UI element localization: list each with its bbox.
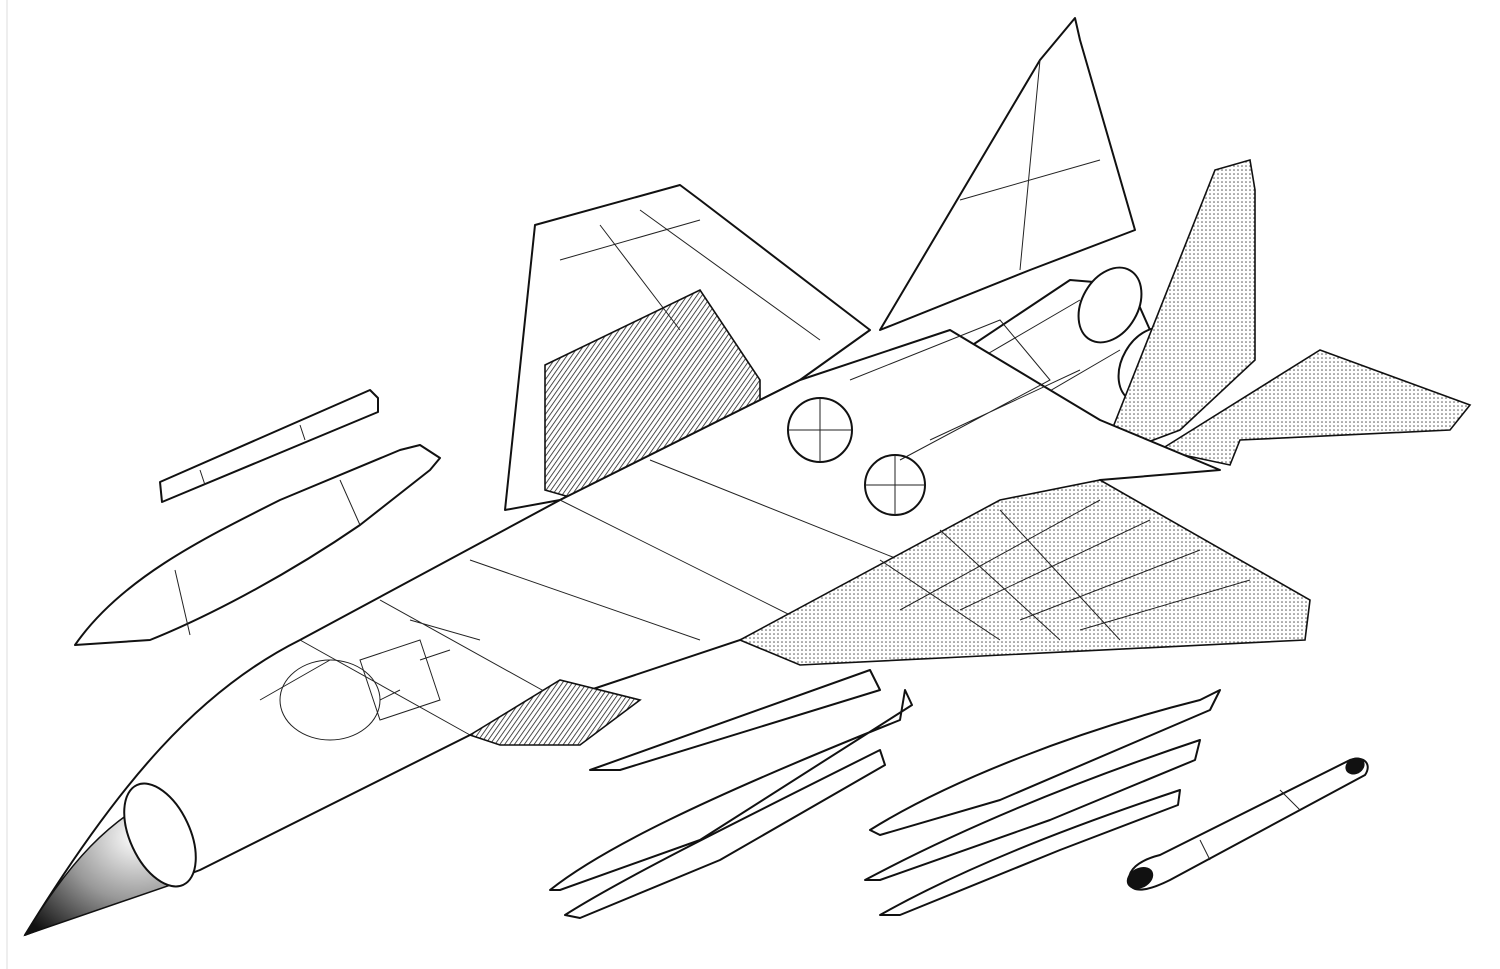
- vertical-tail-left: [879, 17, 1136, 331]
- missile-group-right: [864, 689, 1221, 916]
- vertical-tail-right: [1098, 158, 1256, 462]
- wing-left: [504, 184, 871, 511]
- wing-right: [738, 479, 1311, 666]
- fuselage: [23, 319, 1221, 937]
- fuel-tank: [74, 444, 441, 646]
- weapon-pylon: [159, 389, 379, 503]
- horizontal-stabilizer: [1157, 349, 1472, 466]
- guided-bomb: [1126, 757, 1369, 891]
- missile-group-centre: [549, 669, 913, 919]
